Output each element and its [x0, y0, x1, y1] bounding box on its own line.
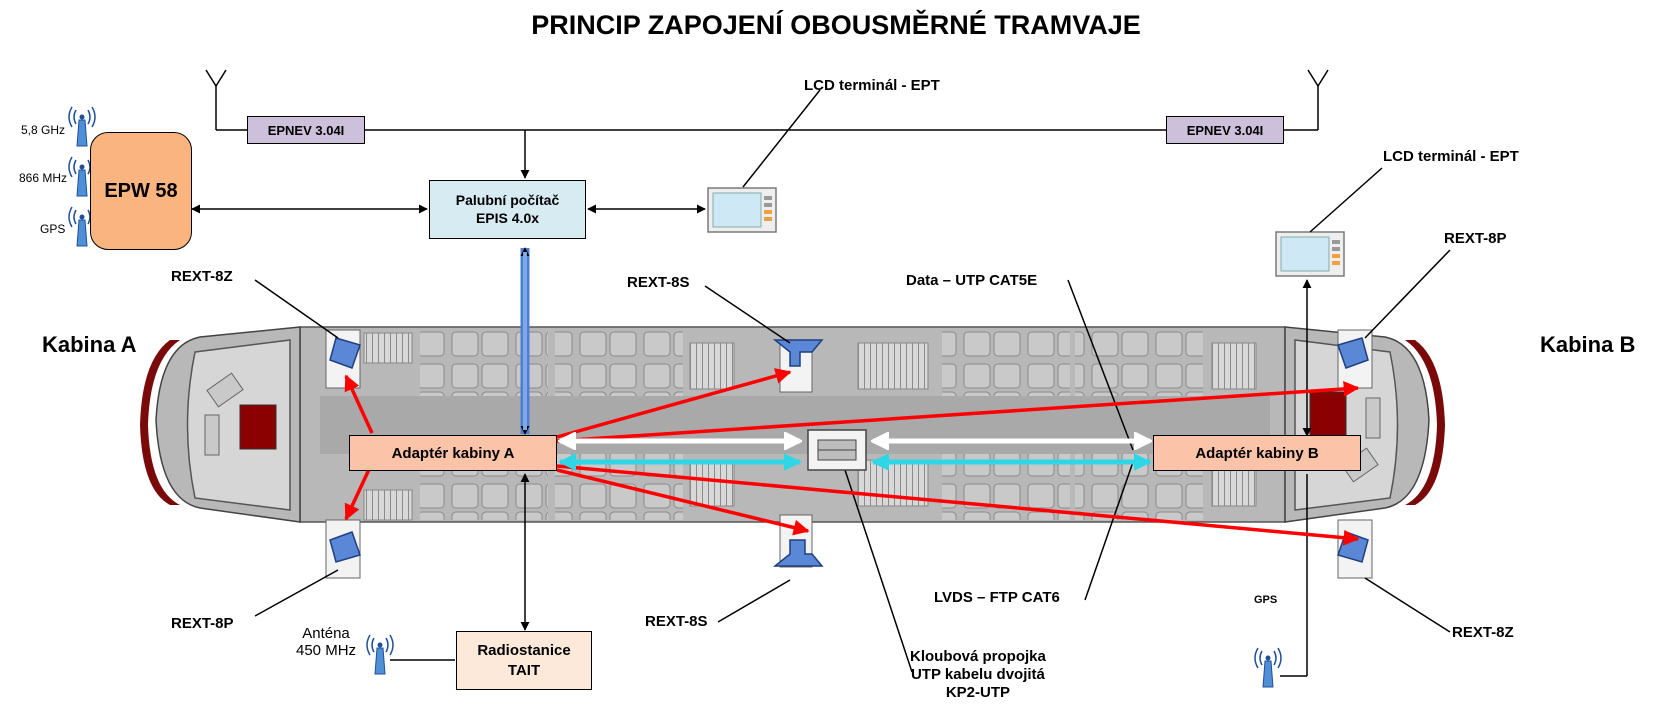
adapter-cabin-a-box: Adaptér kabiny A: [349, 435, 557, 471]
gps-right-label: GPS: [1254, 594, 1278, 606]
epw-antenna-label-gps: GPS: [40, 222, 66, 236]
antenna-icon: [1254, 647, 1282, 688]
lcd-left-label: LCD terminál - EPT: [804, 77, 940, 94]
rext-8s-top-label: REXT-8S: [627, 274, 690, 291]
seat-block: [555, 330, 683, 396]
speaker-rext-8z-right: [1337, 519, 1373, 579]
rext-8p-right-label: REXT-8P: [1444, 230, 1507, 247]
speaker-rext-8s-top: [772, 339, 824, 393]
joint-coupler: [807, 429, 867, 471]
seat-block: [942, 330, 1070, 396]
joint-cable-label: Kloubová propojka UTP kabelu dvojitá KP2…: [910, 648, 1046, 701]
epw-antenna-label-58ghz: 5,8 GHz: [21, 123, 66, 137]
cabin-b-label: Kabina B: [1540, 332, 1636, 357]
speaker-rext-8s-bottom: [772, 514, 824, 568]
cabin-a-label: Kabina A: [42, 332, 137, 357]
rext-8z-right-label: REXT-8Z: [1452, 624, 1514, 641]
rext-8z-left-label: REXT-8Z: [171, 268, 233, 285]
radio-antenna-label: Anténa 450 MHz: [296, 625, 357, 660]
data-cable-label: Data – UTP CAT5E: [906, 272, 1038, 289]
radio-tait-box: Radiostanice TAIT: [456, 631, 592, 690]
speaker-rext-8p-right: [1337, 329, 1373, 389]
rext-8p-left-label: REXT-8P: [171, 615, 234, 632]
lcd-right-label: LCD terminál - EPT: [1383, 148, 1519, 165]
rext-8s-bottom-label: REXT-8S: [645, 613, 708, 630]
speaker-rext-8z-left: [325, 329, 361, 389]
adapter-cabin-b-box: Adaptér kabiny B: [1153, 435, 1361, 471]
antenna-icon: [68, 106, 96, 147]
lcd-terminal-icon: [1275, 231, 1345, 277]
speaker-links: [344, 368, 1360, 546]
epw-antenna-label-866mhz: 866 MHz: [19, 171, 68, 185]
antenna-icon: [366, 634, 394, 675]
lcd-terminal-icon: [707, 187, 777, 233]
epnev-left-box: EPNEV 3.04I: [247, 116, 365, 144]
lvds-cable-label: LVDS – FTP CAT6: [934, 589, 1060, 606]
speaker-rext-8p-left: [325, 519, 361, 579]
onboard-computer-box: Palubní počítač EPIS 4.0x: [429, 180, 586, 239]
seat-block: [1075, 330, 1203, 396]
page-title: PRINCIP ZAPOJENÍ OBOUSMĚRNÉ TRAMVAJE: [531, 10, 1141, 40]
epnev-right-box: EPNEV 3.04I: [1166, 116, 1284, 144]
epw-58-box: EPW 58: [90, 132, 192, 250]
top-bus: [205, 69, 1329, 179]
